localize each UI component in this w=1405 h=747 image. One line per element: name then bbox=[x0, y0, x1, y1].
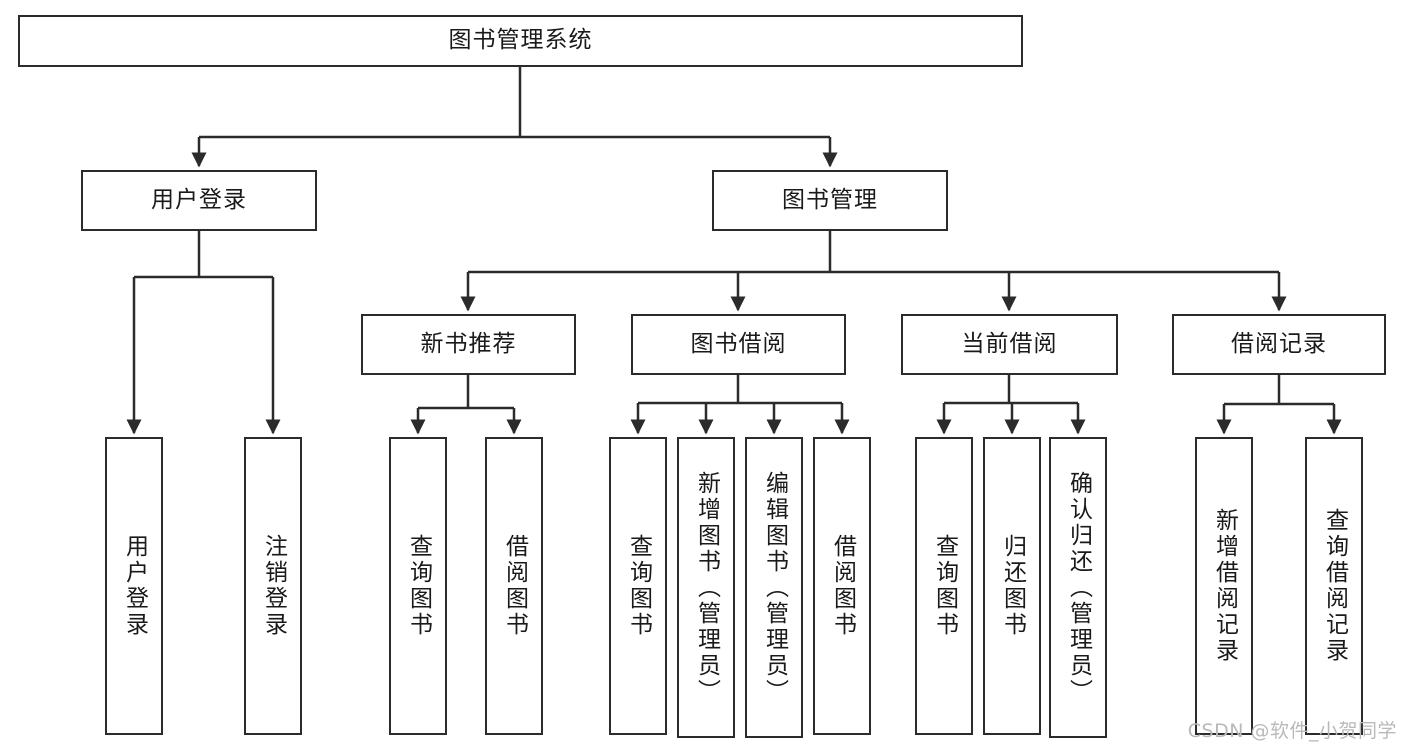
leaf-bb-add-book-admin[interactable]: 新增图书（管理员） bbox=[677, 437, 735, 738]
node-new-book-recommend[interactable]: 新书推荐 bbox=[361, 314, 576, 375]
node-label: 当前借阅 bbox=[961, 330, 1058, 357]
leaf-label: 新增图书（管理员） bbox=[693, 470, 720, 705]
node-label: 图书管理 bbox=[782, 186, 878, 213]
node-book-borrow[interactable]: 图书借阅 bbox=[631, 314, 846, 375]
leaf-bb-query-book[interactable]: 查询图书 bbox=[609, 437, 667, 735]
leaf-nb-borrow-book[interactable]: 借阅图书 bbox=[485, 437, 543, 735]
node-book-management[interactable]: 图书管理 bbox=[712, 170, 948, 231]
csdn-watermark: CSDN @软件_小贺同学 bbox=[1187, 720, 1397, 742]
node-label: 图书借阅 bbox=[690, 330, 787, 357]
leaf-logout-login[interactable]: 注销登录 bbox=[244, 437, 302, 735]
node-label: 借阅记录 bbox=[1231, 330, 1327, 357]
leaf-label: 新增借阅记录 bbox=[1211, 508, 1238, 664]
leaf-cb-confirm-return-admin[interactable]: 确认归还（管理员） bbox=[1049, 437, 1107, 738]
node-label: 新书推荐 bbox=[420, 330, 517, 357]
leaf-label: 借阅图书 bbox=[829, 534, 856, 638]
leaf-label: 查询图书 bbox=[405, 534, 432, 638]
leaf-bb-borrow-book[interactable]: 借阅图书 bbox=[813, 437, 871, 735]
node-current-borrow[interactable]: 当前借阅 bbox=[901, 314, 1118, 375]
leaf-label: 查询图书 bbox=[625, 534, 652, 638]
node-borrow-record[interactable]: 借阅记录 bbox=[1172, 314, 1386, 375]
node-label: 图书管理系统 bbox=[448, 27, 593, 54]
node-user-login[interactable]: 用户登录 bbox=[81, 170, 317, 231]
leaf-cb-query-book[interactable]: 查询图书 bbox=[915, 437, 973, 735]
leaf-br-query-record[interactable]: 查询借阅记录 bbox=[1305, 437, 1363, 735]
leaf-label: 确认归还（管理员） bbox=[1065, 470, 1092, 705]
leaf-label: 查询借阅记录 bbox=[1321, 508, 1348, 664]
leaf-label: 编辑图书（管理员） bbox=[761, 470, 788, 705]
leaf-label: 借阅图书 bbox=[501, 534, 528, 638]
leaf-user-login[interactable]: 用户登录 bbox=[105, 437, 163, 735]
leaf-bb-edit-book-admin[interactable]: 编辑图书（管理员） bbox=[745, 437, 803, 738]
leaf-cb-return-book[interactable]: 归还图书 bbox=[983, 437, 1041, 735]
leaf-br-add-record[interactable]: 新增借阅记录 bbox=[1195, 437, 1253, 735]
leaf-label: 注销登录 bbox=[260, 534, 287, 638]
node-root-system[interactable]: 图书管理系统 bbox=[18, 15, 1023, 67]
leaf-label: 归还图书 bbox=[999, 534, 1026, 638]
leaf-nb-query-book[interactable]: 查询图书 bbox=[389, 437, 447, 735]
node-label: 用户登录 bbox=[151, 186, 247, 213]
leaf-label: 查询图书 bbox=[931, 534, 958, 638]
leaf-label: 用户登录 bbox=[121, 534, 148, 638]
